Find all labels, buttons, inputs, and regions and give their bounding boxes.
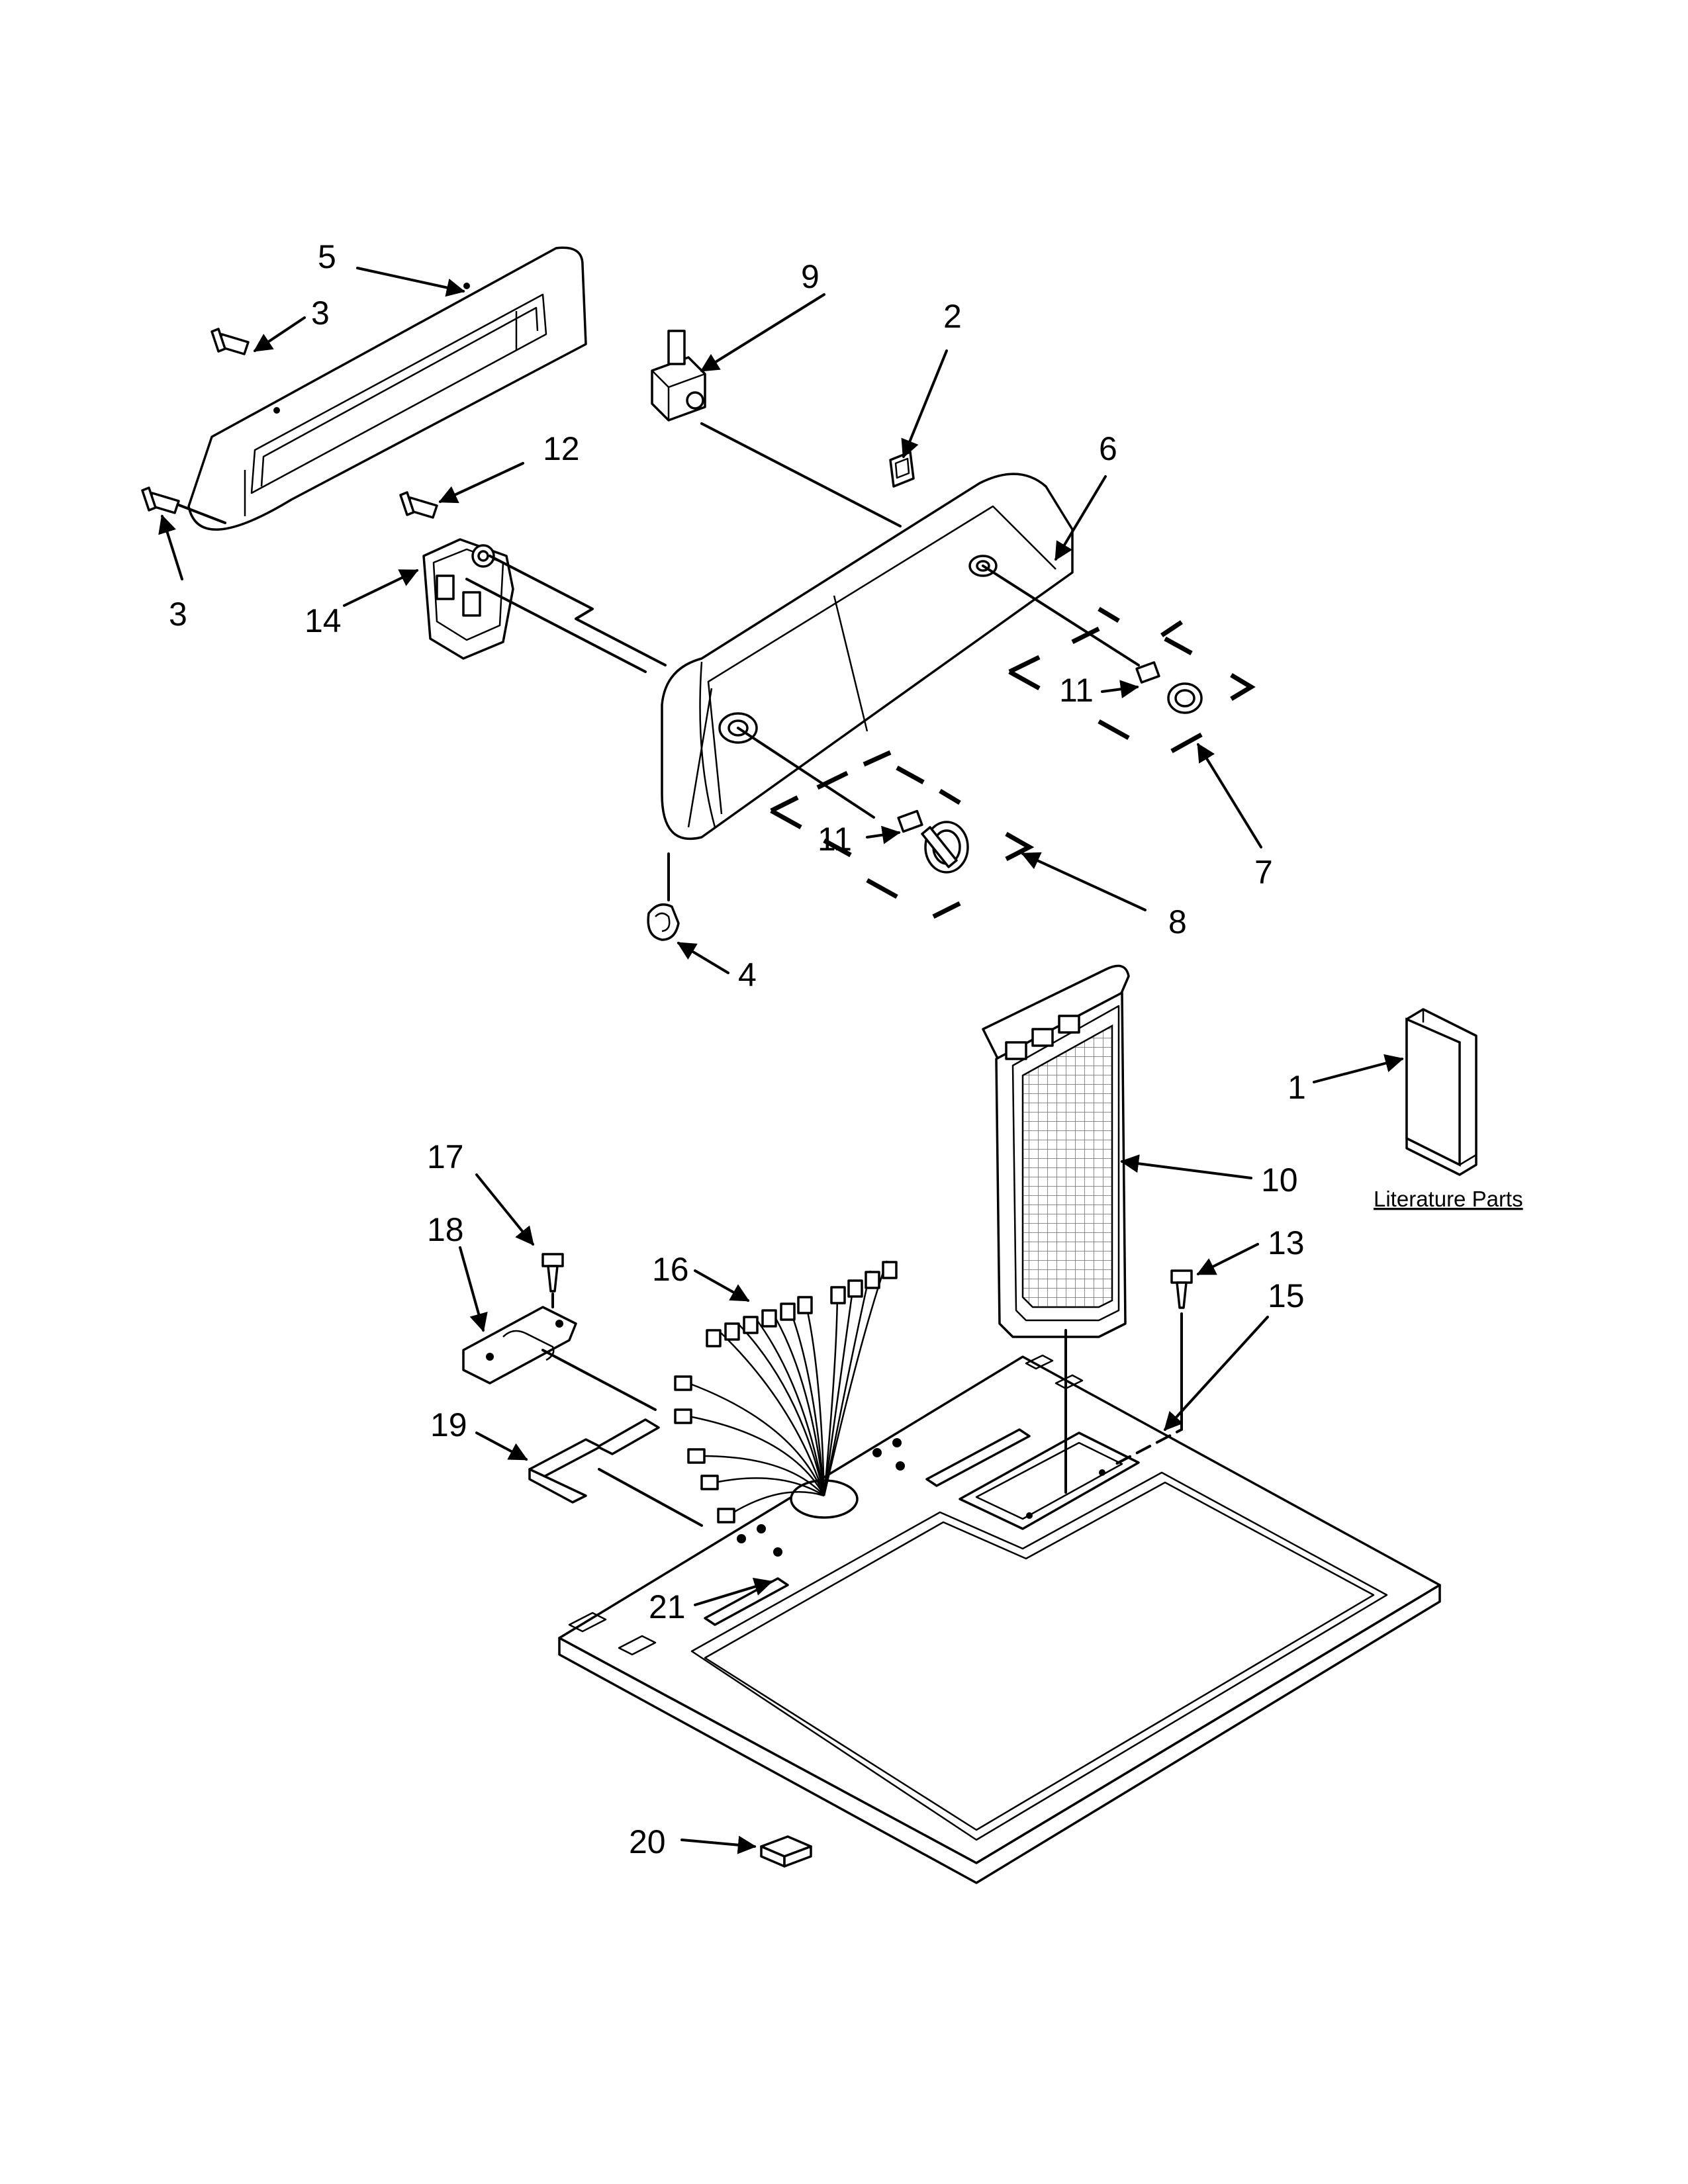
clip-part-2 bbox=[889, 451, 915, 488]
dashed-box-part-8 bbox=[770, 750, 1035, 919]
callout-21: 21 bbox=[649, 1588, 686, 1625]
top-panel-part-15 bbox=[558, 1354, 1441, 1884]
callout-19: 19 bbox=[430, 1406, 467, 1443]
clip-part-4 bbox=[647, 903, 680, 941]
screw-part-13 bbox=[1170, 1269, 1193, 1309]
callout-4: 4 bbox=[738, 956, 757, 993]
knob-stem-part-11-right bbox=[1135, 661, 1160, 684]
callout-3-lower: 3 bbox=[169, 596, 187, 633]
callout-16: 16 bbox=[652, 1251, 689, 1288]
wire-harness-part-16 bbox=[674, 1260, 898, 1524]
switch-part-9 bbox=[651, 330, 706, 422]
callout-14: 14 bbox=[305, 602, 342, 639]
literature-parts-label: Literature Parts bbox=[1374, 1187, 1523, 1211]
leader-lines bbox=[158, 267, 1404, 1854]
callout-11-left: 11 bbox=[818, 821, 852, 858]
knob-part-8 bbox=[921, 821, 969, 874]
callout-10: 10 bbox=[1261, 1161, 1298, 1199]
console-part-6 bbox=[661, 473, 1074, 841]
callout-7: 7 bbox=[1254, 854, 1273, 891]
screw-part-12 bbox=[399, 491, 438, 519]
knob-part-7 bbox=[1167, 682, 1203, 714]
callout-11-right: 11 bbox=[1059, 672, 1094, 709]
callout-9: 9 bbox=[801, 258, 820, 295]
literature-part-1 bbox=[1405, 1008, 1477, 1176]
screw-part-17 bbox=[541, 1253, 564, 1293]
plate-part-19 bbox=[528, 1418, 660, 1504]
callout-5: 5 bbox=[318, 238, 336, 275]
callout-20: 20 bbox=[629, 1823, 666, 1860]
callout-labels: 5 3 3 12 14 9 2 6 11 7 11 8 4 1 10 13 15… bbox=[169, 238, 1523, 1860]
screw-part-3-upper bbox=[211, 328, 250, 355]
bracket-part-18 bbox=[462, 1306, 577, 1385]
pad-part-20 bbox=[760, 1835, 812, 1868]
callout-15: 15 bbox=[1268, 1277, 1305, 1314]
callout-3-upper: 3 bbox=[311, 295, 330, 332]
callout-6: 6 bbox=[1099, 430, 1117, 467]
callout-13: 13 bbox=[1268, 1224, 1305, 1261]
dashed-box-part-7 bbox=[1008, 606, 1256, 754]
callout-17: 17 bbox=[427, 1138, 464, 1175]
callout-18: 18 bbox=[427, 1211, 464, 1248]
callout-2: 2 bbox=[943, 298, 962, 335]
rear-panel-part-5 bbox=[187, 246, 587, 531]
callout-1: 1 bbox=[1288, 1069, 1306, 1106]
timer-part-14 bbox=[422, 538, 514, 660]
callout-12: 12 bbox=[543, 430, 580, 467]
knob-stem-part-11-left bbox=[897, 809, 923, 833]
lint-screen-part-10 bbox=[982, 964, 1130, 1338]
screw-part-3-lower bbox=[141, 486, 180, 514]
callout-8: 8 bbox=[1168, 903, 1187, 940]
